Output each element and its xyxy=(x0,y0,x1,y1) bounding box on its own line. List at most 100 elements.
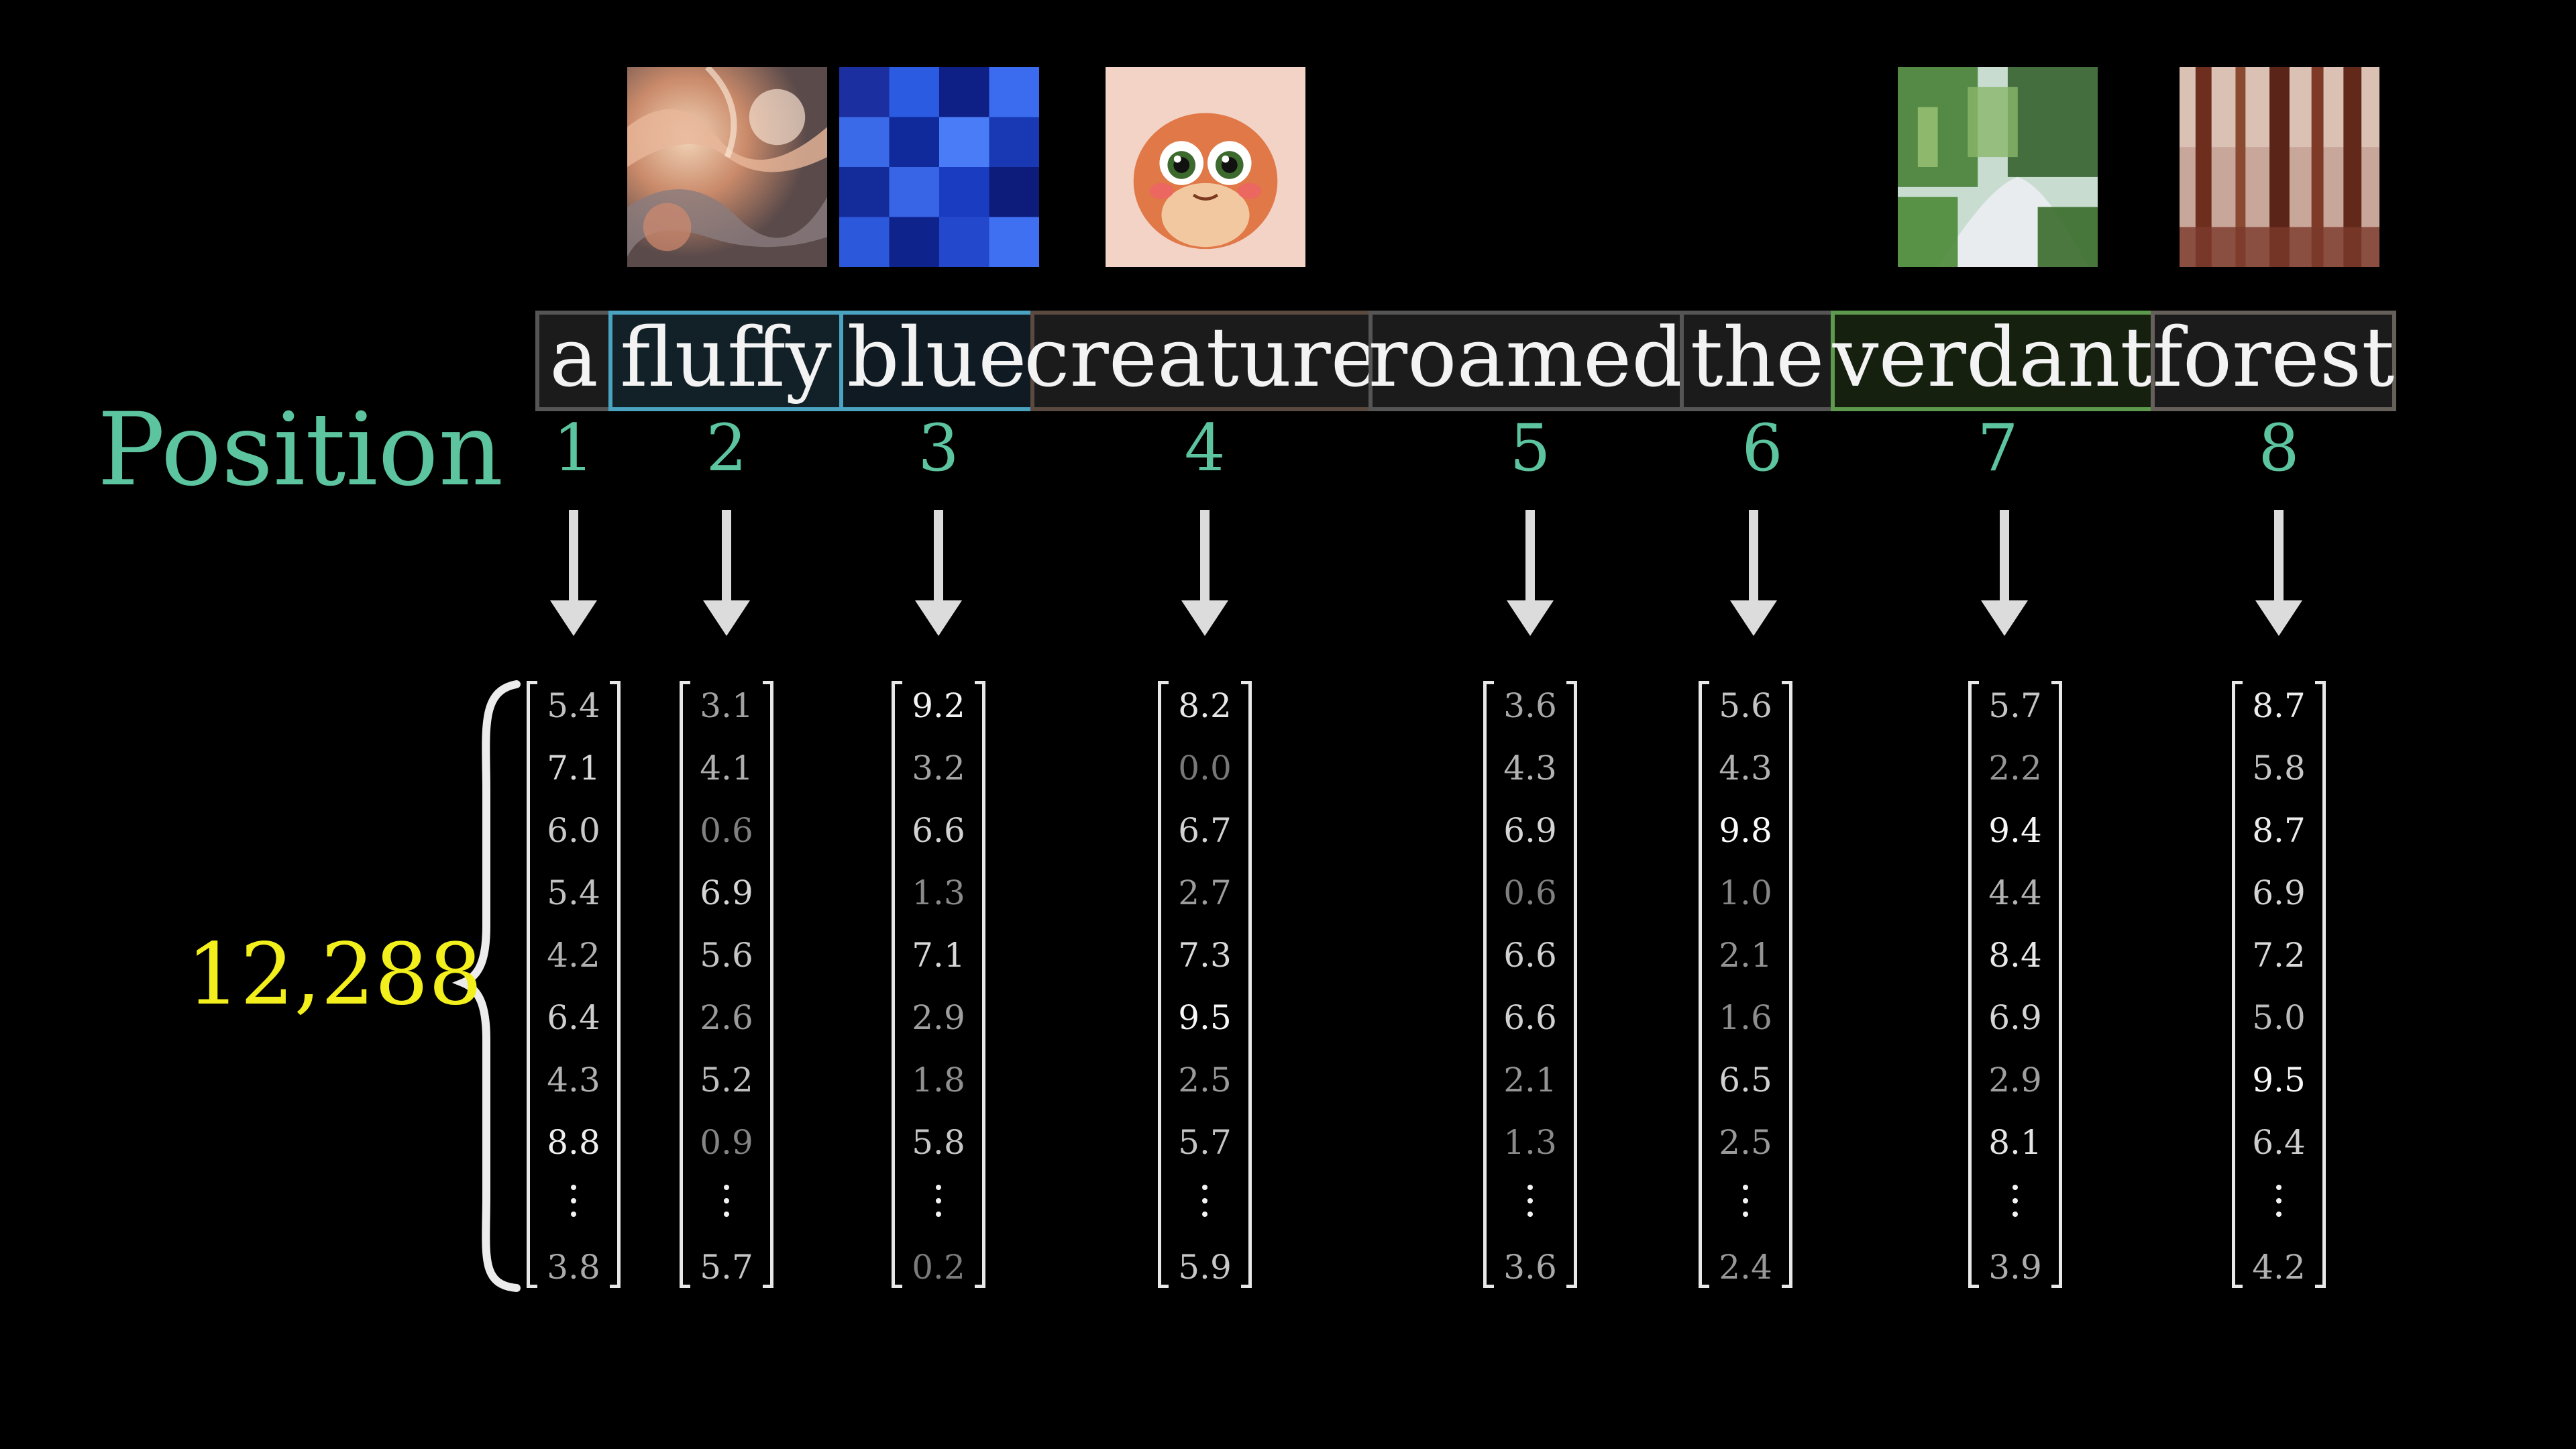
vector-entry: 4.3 xyxy=(1719,749,1772,788)
vector-entry: 8.1 xyxy=(1988,1123,2042,1162)
vector-entry: 8.8 xyxy=(547,1123,600,1162)
vector-entry: 2.1 xyxy=(1719,936,1772,975)
left-bracket xyxy=(680,681,690,1288)
left-bracket xyxy=(2232,681,2243,1288)
down-arrow-icon xyxy=(915,510,962,636)
vector-entry: 2.7 xyxy=(1178,873,1232,912)
vector-last-entry: 3.6 xyxy=(1503,1248,1557,1287)
vector-entry: 6.9 xyxy=(2252,873,2306,912)
vector-last-entry: 4.2 xyxy=(2252,1248,2306,1287)
token-fluffy: fluffy xyxy=(608,311,843,411)
vector-entry: 5.0 xyxy=(2252,998,2306,1037)
right-bracket xyxy=(2051,681,2062,1288)
right-bracket xyxy=(763,681,773,1288)
down-arrow-icon xyxy=(550,510,597,636)
vector-entry: 1.8 xyxy=(912,1061,965,1099)
position-number-1: 1 xyxy=(553,411,594,486)
position-number-7: 7 xyxy=(1977,411,2019,486)
position-number-6: 6 xyxy=(1741,411,1783,486)
down-arrow-icon xyxy=(1730,510,1777,636)
vector-entry: 6.7 xyxy=(1178,811,1232,850)
down-arrow-icon xyxy=(1981,510,2028,636)
vector-entry: 2.6 xyxy=(700,998,753,1037)
down-arrow-icon xyxy=(703,510,750,636)
vector-entry: 6.9 xyxy=(1503,811,1557,850)
position-number-4: 4 xyxy=(1184,411,1226,486)
vector-entry: 0.0 xyxy=(1178,749,1232,788)
vector-entry: 4.3 xyxy=(547,1061,600,1099)
vector-entry: 2.1 xyxy=(1503,1061,1557,1099)
vector-entry: 9.8 xyxy=(1719,811,1772,850)
right-bracket xyxy=(610,681,621,1288)
right-bracket xyxy=(1241,681,1252,1288)
fluffy-texture-image xyxy=(627,67,827,267)
position-number-3: 3 xyxy=(918,411,959,486)
down-arrow-icon xyxy=(1181,510,1228,636)
vector-entry: 5.4 xyxy=(547,873,600,912)
forest-image xyxy=(2180,67,2379,267)
position-number-5: 5 xyxy=(1509,411,1551,486)
vector-entry: 9.2 xyxy=(912,686,965,725)
vector-entry: 3.1 xyxy=(700,686,753,725)
vector-entry: 9.5 xyxy=(2252,1061,2306,1099)
vector-entry: 5.8 xyxy=(2252,749,2306,788)
vertical-ellipsis-icon xyxy=(1483,1185,1577,1225)
down-arrow-icon xyxy=(2255,510,2302,636)
vector-entry: 9.5 xyxy=(1178,998,1232,1037)
vector-entry: 4.2 xyxy=(547,936,600,975)
vector-entry: 2.2 xyxy=(1988,749,2042,788)
vector-entry: 3.2 xyxy=(912,749,965,788)
vector-entry: 2.5 xyxy=(1719,1123,1772,1162)
vector-entry: 1.6 xyxy=(1719,998,1772,1037)
vector-entry: 8.7 xyxy=(2252,686,2306,725)
left-bracket xyxy=(1158,681,1169,1288)
position-number-8: 8 xyxy=(2258,411,2300,486)
vector-entry: 6.4 xyxy=(547,998,600,1037)
vector-entry: 6.4 xyxy=(2252,1123,2306,1162)
down-arrow-icon xyxy=(1507,510,1554,636)
left-bracket xyxy=(527,681,537,1288)
vector-entry: 1.3 xyxy=(912,873,965,912)
right-bracket xyxy=(1782,681,1792,1288)
vector-last-entry: 2.4 xyxy=(1719,1248,1772,1287)
token-roamed: roamed xyxy=(1368,311,1684,411)
vector-entry: 5.2 xyxy=(700,1061,753,1099)
vector-entry: 2.5 xyxy=(1178,1061,1232,1099)
vertical-ellipsis-icon xyxy=(2232,1185,2326,1225)
vertical-ellipsis-icon xyxy=(1699,1185,1792,1225)
position-number-2: 2 xyxy=(706,411,747,486)
vector-entry: 0.6 xyxy=(1503,873,1557,912)
vector-entry: 9.4 xyxy=(1988,811,2042,850)
vector-entry: 6.9 xyxy=(700,873,753,912)
token-a: a xyxy=(535,311,612,411)
vertical-ellipsis-icon xyxy=(680,1185,773,1225)
vector-entry: 0.6 xyxy=(700,811,753,850)
vector-entry: 2.9 xyxy=(912,998,965,1037)
vector-entry: 6.6 xyxy=(1503,998,1557,1037)
vector-entry: 5.8 xyxy=(912,1123,965,1162)
vector-entry: 7.1 xyxy=(912,936,965,975)
left-bracket xyxy=(892,681,902,1288)
vector-entry: 5.7 xyxy=(1178,1123,1232,1162)
vector-entry: 6.6 xyxy=(912,811,965,850)
vector-entry: 7.3 xyxy=(1178,936,1232,975)
dimension-label: 12,288 xyxy=(186,925,482,1024)
left-bracket xyxy=(1483,681,1494,1288)
vector-entry: 8.4 xyxy=(1988,936,2042,975)
vertical-ellipsis-icon xyxy=(527,1185,621,1225)
vector-entry: 6.6 xyxy=(1503,936,1557,975)
token-verdant: verdant xyxy=(1831,311,2155,411)
position-label: Position xyxy=(97,392,504,508)
vertical-ellipsis-icon xyxy=(1968,1185,2062,1225)
vector-entry: 5.6 xyxy=(1719,686,1772,725)
vector-entry: 6.9 xyxy=(1988,998,2042,1037)
token-forest: forest xyxy=(2151,311,2396,411)
blue-mosaic-image xyxy=(839,67,1039,267)
vector-entry: 3.6 xyxy=(1503,686,1557,725)
